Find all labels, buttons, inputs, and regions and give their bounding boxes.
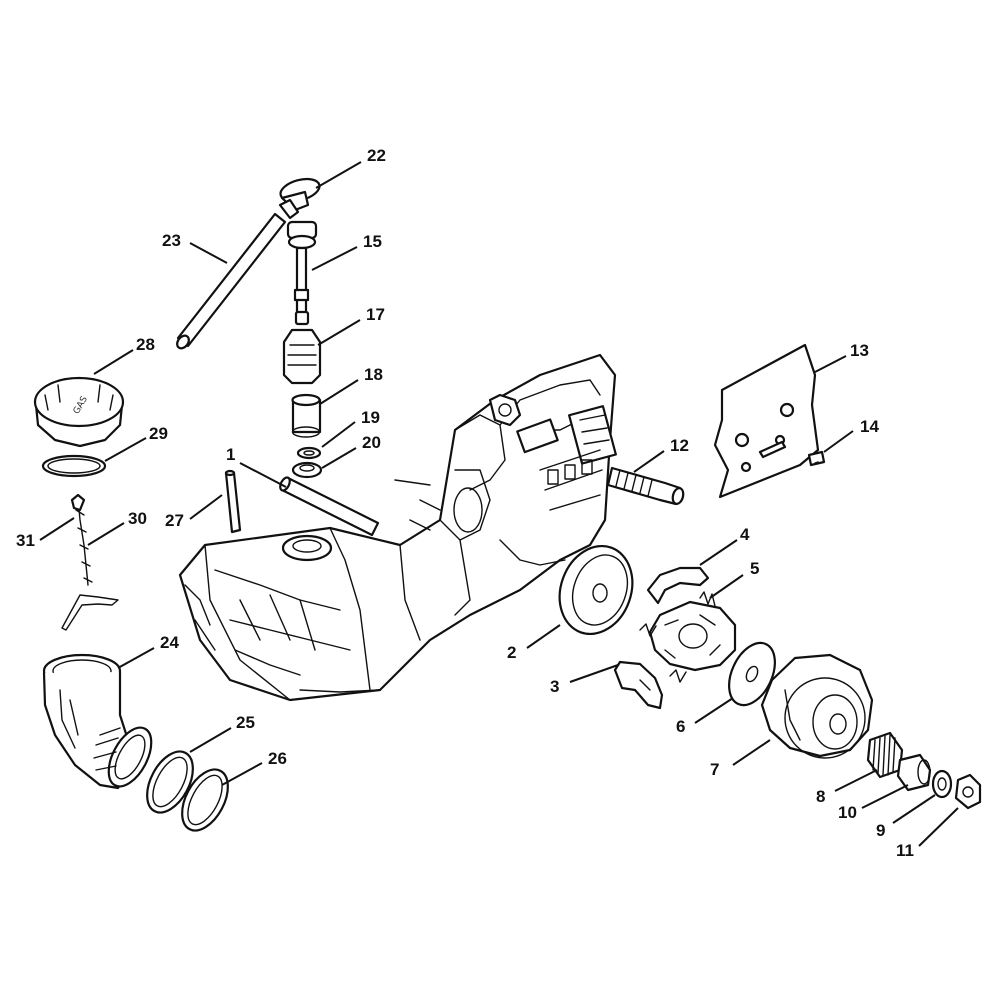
callout-5: 5 bbox=[750, 559, 759, 578]
callout-31: 31 bbox=[16, 531, 35, 550]
part-23-hose bbox=[176, 212, 287, 350]
part-15-suction-hose bbox=[286, 220, 318, 315]
part-31-ring-clip bbox=[70, 493, 86, 512]
callout-9: 9 bbox=[876, 821, 885, 840]
callout-15: 15 bbox=[363, 232, 382, 251]
callout-10: 10 bbox=[838, 803, 857, 822]
part-17-filter bbox=[282, 310, 322, 385]
part-10-bushing bbox=[896, 753, 932, 792]
callout-3: 3 bbox=[550, 677, 559, 696]
callout-4: 4 bbox=[740, 525, 750, 544]
part-11-nut bbox=[954, 773, 982, 810]
callout-1: 1 bbox=[226, 445, 235, 464]
callout-22: 22 bbox=[367, 146, 386, 165]
part-22-fitting bbox=[278, 177, 321, 220]
callout-28: 28 bbox=[136, 335, 155, 354]
callout-2: 2 bbox=[507, 643, 516, 662]
part-27-pin bbox=[224, 469, 242, 534]
callout-8: 8 bbox=[816, 787, 825, 806]
callout-14: 14 bbox=[860, 417, 879, 436]
callout-29: 29 bbox=[149, 424, 168, 443]
callout-30: 30 bbox=[128, 509, 147, 528]
callout-labels: 1 2 3 4 5 6 7 8 9 10 11 12 13 14 15 17 1… bbox=[16, 146, 914, 860]
callout-13: 13 bbox=[850, 341, 869, 360]
crankcase-housing bbox=[178, 353, 617, 702]
part-1-rod bbox=[279, 476, 380, 537]
part-4-clutch-shoe bbox=[646, 566, 710, 605]
callout-7: 7 bbox=[710, 760, 719, 779]
part-24-elbow bbox=[42, 653, 153, 790]
callout-24: 24 bbox=[160, 633, 179, 652]
part-14-screw bbox=[807, 450, 826, 467]
part-26-o-ring bbox=[181, 768, 229, 832]
clutch-carrier bbox=[639, 600, 737, 683]
callout-12: 12 bbox=[670, 436, 689, 455]
callout-17: 17 bbox=[366, 305, 385, 324]
part-25-o-ring bbox=[146, 750, 194, 814]
callout-20: 20 bbox=[362, 433, 381, 452]
callout-23: 23 bbox=[162, 231, 181, 250]
part-29-o-ring bbox=[41, 454, 107, 478]
callout-27: 27 bbox=[165, 511, 184, 530]
callout-25: 25 bbox=[236, 713, 255, 732]
part-12-shaft bbox=[606, 466, 685, 506]
part-13-plate bbox=[713, 343, 820, 499]
part-19-washer bbox=[296, 446, 322, 460]
part-9-washer bbox=[931, 769, 953, 799]
part-8-bearing bbox=[866, 731, 904, 779]
part-7-clutch-drum bbox=[760, 653, 874, 759]
part-18-sleeve bbox=[291, 393, 322, 438]
part-28-fuel-cap: GAS bbox=[33, 376, 125, 448]
leader-lines bbox=[39, 161, 959, 847]
part-2-wheel bbox=[558, 544, 634, 636]
callout-11: 11 bbox=[896, 841, 914, 860]
part-30-retainer bbox=[61, 497, 119, 631]
callout-19: 19 bbox=[361, 408, 380, 427]
part-20-grommet bbox=[291, 461, 323, 479]
callout-18: 18 bbox=[364, 365, 383, 384]
callout-26: 26 bbox=[268, 749, 287, 768]
part-3-clutch-shoe bbox=[613, 660, 664, 710]
callout-6: 6 bbox=[676, 717, 685, 736]
